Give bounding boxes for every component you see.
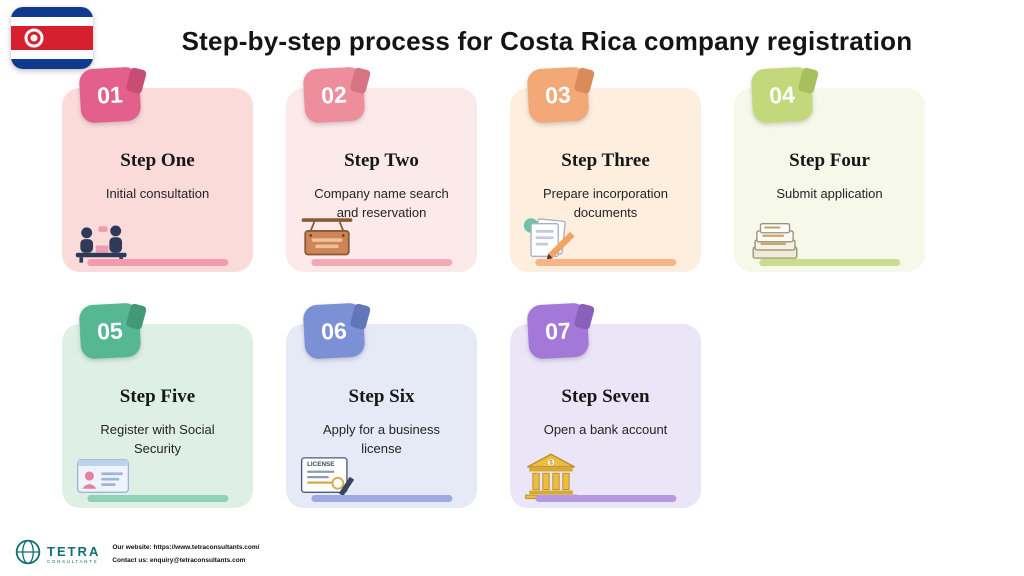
step-description: Apply for a business license <box>322 422 441 456</box>
step-number: 02 <box>320 80 348 109</box>
steps-grid: 01 Step One Initial consultation <box>62 66 925 508</box>
step-description: Register with Social Security <box>100 422 215 456</box>
step-number-badge: 07 <box>526 302 590 360</box>
step-card-3: 03 Step Three Prepare incorporation docu… <box>510 66 701 272</box>
step-description: Open a bank account <box>543 422 668 437</box>
step-title: Step Five <box>119 386 196 407</box>
step-number: 04 <box>768 80 796 109</box>
consultation-icon <box>74 216 132 264</box>
step-number: 05 <box>96 316 124 345</box>
step-title: Step Seven <box>561 386 650 407</box>
accent-bar <box>758 259 901 266</box>
accent-bar <box>534 259 677 266</box>
step-number-badge: 06 <box>302 302 366 360</box>
logo-name: TETRA <box>47 543 101 559</box>
step-number: 07 <box>544 316 572 345</box>
step-number-badge: 01 <box>78 66 142 124</box>
globe-icon <box>14 538 42 571</box>
step-number-badge: 02 <box>302 66 366 124</box>
costa-rica-flag-icon <box>10 6 94 70</box>
license-icon: LICENSE <box>298 452 356 500</box>
id-card-icon <box>74 452 132 500</box>
step-number-badge: 04 <box>750 66 814 124</box>
footer-contact-line: Contact us: enquiry@tetraconsultants.com <box>112 556 246 564</box>
footer-website-line: Our website: https://www.tetraconsultant… <box>112 544 260 552</box>
step-title: Step Two <box>344 150 419 171</box>
logo-subtitle: CONSULTANTS <box>47 559 99 565</box>
step-number-badge: 03 <box>526 66 590 124</box>
step-number: 01 <box>96 80 124 109</box>
step-number: 03 <box>544 80 572 109</box>
step-card-7: 07 Step Seven Open a bank account $ <box>510 302 701 508</box>
step-title: Step Three <box>561 150 650 171</box>
accent-bar <box>86 259 229 266</box>
accent-bar <box>310 259 453 266</box>
documents-icon <box>522 216 580 264</box>
accent-bar <box>86 495 229 502</box>
step-description: Prepare incorporation documents <box>542 186 669 220</box>
step-number-badge: 05 <box>78 302 142 360</box>
page-title: Step-by-step process for Costa Rica comp… <box>181 26 913 56</box>
step-card-1: 01 Step One Initial consultation <box>62 66 253 272</box>
step-title: Step Six <box>348 386 415 407</box>
step-card-5: 05 Step Five Register with Social Securi… <box>62 302 253 508</box>
step-description: Submit application <box>776 186 883 201</box>
step-card-6: 06 Step Six Apply for a business license… <box>286 302 477 508</box>
signboard-icon <box>298 216 356 264</box>
step-description: Initial consultation <box>105 186 210 201</box>
bank-icon: $ <box>522 452 580 500</box>
step-title: Step Four <box>789 150 870 171</box>
paper-stack-icon <box>746 216 804 264</box>
accent-bar <box>534 495 677 502</box>
footer: TETRA CONSULTANTS Our website: https://w… <box>14 538 259 571</box>
step-number: 06 <box>320 316 348 345</box>
svg-text:$: $ <box>549 460 553 467</box>
step-card-4: 04 Step Four Submit application <box>734 66 925 272</box>
step-card-2: 02 Step Two Company name search and rese… <box>286 66 477 272</box>
tetra-consultants-logo: TETRA CONSULTANTS <box>14 538 100 571</box>
accent-bar <box>310 495 453 502</box>
step-title: Step One <box>120 150 195 171</box>
step-description: Company name search and reservation <box>314 186 449 220</box>
svg-text:LICENSE: LICENSE <box>307 461 334 468</box>
